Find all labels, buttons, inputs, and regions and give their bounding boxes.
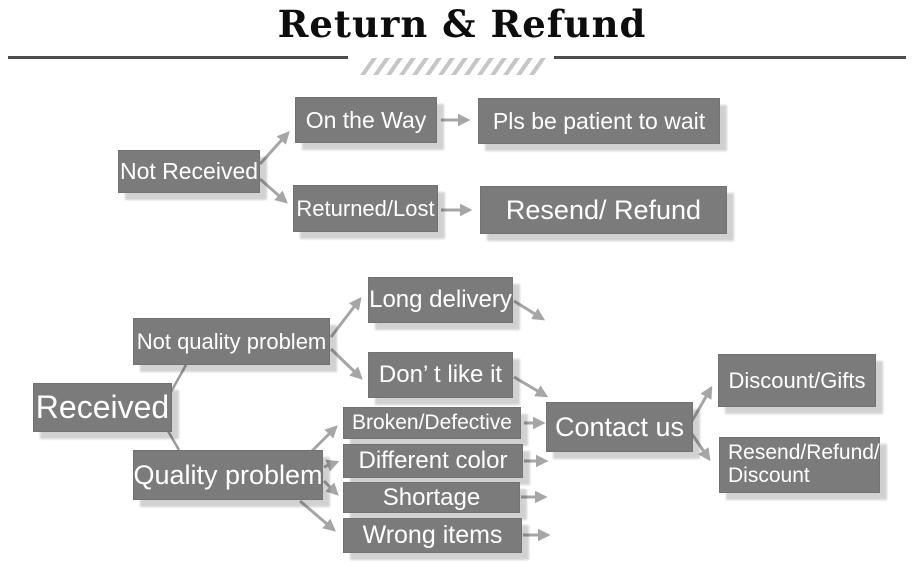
node-received: Received — [33, 383, 172, 432]
node-label-line2: Discount — [728, 464, 810, 487]
node-quality-problem: Quality problem — [133, 450, 323, 500]
title-divider-left — [8, 56, 348, 59]
node-label-line1: Resend/Refund/ — [728, 441, 880, 465]
node-label: Pls be patient to wait — [492, 107, 706, 134]
node-on-the-way: On the Way — [295, 97, 437, 143]
node-label: Broken/Defective — [352, 411, 512, 434]
node-label: Contact us — [554, 411, 685, 442]
node-label: Different color — [358, 447, 508, 474]
node-label: Quality problem — [133, 459, 323, 490]
node-returned-lost: Returned/Lost — [293, 185, 438, 232]
node-label: Shortage — [382, 483, 481, 511]
node-not-quality-problem: Not quality problem — [133, 318, 330, 365]
node-pls-be-patient: Pls be patient to wait — [478, 98, 720, 144]
node-wrong-items: Wrong items — [343, 518, 522, 553]
node-different-color: Different color — [343, 444, 523, 478]
node-label: Long delivery — [369, 286, 512, 313]
node-long-delivery: Long delivery — [368, 277, 513, 323]
page-title: Return & Refund — [277, 2, 647, 46]
node-label: Discount/Gifts — [728, 367, 866, 393]
node-label: Resend/ Refund — [505, 194, 702, 225]
node-shortage: Shortage — [343, 482, 520, 513]
node-resend-refund: Resend/ Refund — [480, 186, 727, 234]
node-label: Don’ t like it — [378, 361, 503, 388]
title-hatch-decoration — [360, 58, 548, 75]
node-label: Not quality problem — [136, 328, 327, 354]
node-resend-refund-discount: Resend/Refund/ Discount — [719, 437, 880, 493]
node-contact-us: Contact us — [546, 402, 693, 452]
node-label: On the Way — [305, 106, 427, 133]
node-broken-defective: Broken/Defective — [343, 407, 521, 439]
node-discount-gifts: Discount/Gifts — [718, 354, 876, 407]
node-not-received: Not Received — [118, 150, 260, 193]
node-label: Wrong items — [362, 521, 503, 549]
title-divider-right — [554, 56, 906, 59]
node-dont-like-it: Don’ t like it — [368, 352, 513, 398]
node-label: Not Received — [119, 158, 259, 184]
node-label: Returned/Lost — [296, 195, 435, 221]
node-label: Received — [35, 389, 170, 425]
